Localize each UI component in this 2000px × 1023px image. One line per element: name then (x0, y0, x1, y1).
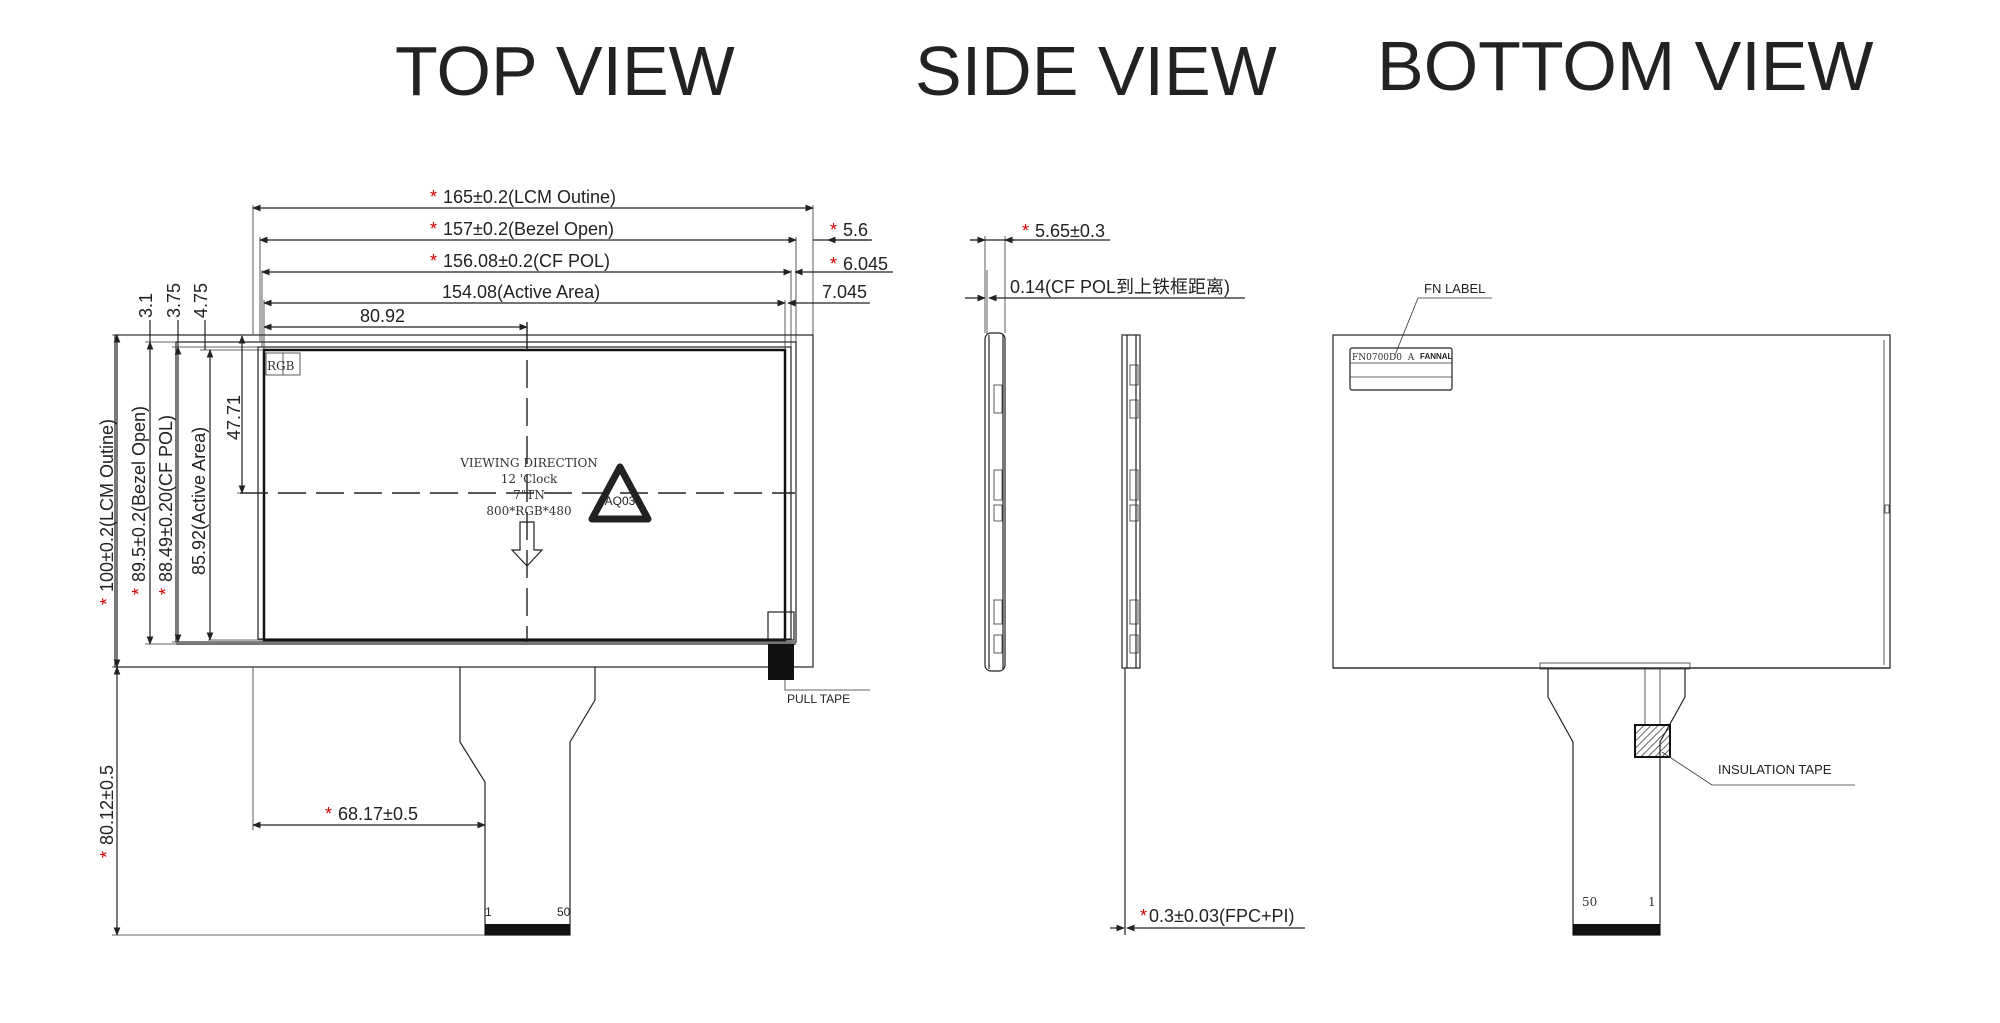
dim-center-x: 80.92 (360, 306, 405, 326)
side-view-title: SIDE VIEW (915, 32, 1277, 110)
svg-text:*5.6: *5.6 (830, 220, 868, 240)
dim-side-thickness: 5.65±0.3 (1035, 221, 1105, 241)
insulation-tape (1634, 724, 1671, 758)
dim-lcm-outline-width: 165±0.2(LCM Outine) (443, 187, 616, 207)
dim-lcm-outline-height: 100±0.2(LCM Outine) (97, 419, 117, 592)
pull-tape (768, 644, 794, 680)
side-view-drawing: *5.65±0.3 0.14(CF POL到上铁框距离) *0.3±0.03(F… (965, 221, 1305, 935)
size-text: 7"TN (513, 488, 545, 502)
triangle-mark-label: AQ03 (605, 494, 636, 508)
bottom-pin-1: 1 (1648, 895, 1656, 909)
svg-text:*5.65±0.3: *5.65±0.3 (1022, 221, 1105, 241)
svg-text:*156.08±0.2(CF POL): *156.08±0.2(CF POL) (430, 251, 610, 271)
fpc-pin-50: 50 (557, 905, 571, 919)
dim-bezel-open-width: 157±0.2(Bezel Open) (443, 219, 614, 239)
dim-active-area-width: 154.08(Active Area) (442, 282, 600, 302)
insulation-tape-label: INSULATION TAPE (1718, 762, 1832, 777)
top-view-drawing: RGB VIEWING DIRECTION 12 'Clock 7"TN 800… (97, 187, 893, 936)
svg-text:*68.17±0.5: *68.17±0.5 (325, 804, 418, 824)
dim-6-045: 6.045 (843, 254, 888, 274)
svg-text:*88.49±0.20(CF POL): *88.49±0.20(CF POL) (156, 415, 176, 595)
svg-text:*80.12±0.5: *80.12±0.5 (97, 765, 117, 858)
fpc-connector (485, 924, 570, 935)
dim-7-045: 7.045 (822, 282, 867, 302)
fn-label-callout: FN LABEL (1424, 281, 1485, 296)
svg-text:*0.3±0.03(FPC+PI): *0.3±0.03(FPC+PI) (1140, 906, 1294, 926)
bottom-pin-50: 50 (1582, 895, 1597, 909)
svg-text:*6.045: *6.045 (830, 254, 888, 274)
fpc-pin-1: 1 (485, 905, 492, 919)
bezel-open (175, 341, 797, 643)
pull-tape-outline (767, 611, 795, 641)
dim-bezel-open-height: 89.5±0.2(Bezel Open) (129, 406, 149, 582)
bottom-fpc-connector (1573, 924, 1660, 935)
fn-label-brand: FANNAL (1420, 352, 1453, 361)
fn-label-part: FN0700D0 A (1352, 353, 1415, 363)
clock-text: 12 'Clock (501, 472, 558, 486)
dim-cf-pol-gap: 0.14(CF POL到上铁框距离) (1010, 277, 1230, 297)
dim-center-y: 47.71 (224, 395, 244, 440)
resolution-text: 800*RGB*480 (486, 504, 571, 518)
dim-cf-pol-height: 88.49±0.20(CF POL) (156, 415, 176, 582)
bottom-fpc-tail (1547, 669, 1686, 936)
bottom-outline (1332, 334, 1891, 669)
viewing-arrow-icon (510, 521, 544, 567)
triangle-mark-icon (588, 463, 652, 523)
dim-5-6: 5.6 (843, 220, 868, 240)
dim-fpc-thickness: 0.3±0.03(FPC+PI) (1149, 906, 1294, 926)
top-view-title: TOP VIEW (395, 32, 735, 110)
bottom-view-title: BOTTOM VIEW (1377, 27, 1874, 105)
active-area (262, 348, 787, 642)
bottom-view-drawing: FN0700D0 A FANNAL FN LABEL INSULATION TA… (1332, 281, 1891, 936)
viewing-direction-text: VIEWING DIRECTION (459, 456, 598, 470)
side-profile-right (1121, 334, 1141, 669)
dim-fpc-offset: 68.17±0.5 (338, 804, 418, 824)
svg-text:*165±0.2(LCM Outine): *165±0.2(LCM Outine) (430, 187, 616, 207)
pull-tape-label: PULL TAPE (787, 692, 850, 706)
dim-3-75: 3.75 (164, 283, 184, 318)
dim-3-1: 3.1 (136, 293, 156, 318)
fn-label-box (1349, 347, 1453, 391)
dim-active-area-height: 85.92(Active Area) (189, 427, 209, 575)
svg-text:*89.5±0.2(Bezel Open): *89.5±0.2(Bezel Open) (129, 406, 149, 595)
svg-text:*157±0.2(Bezel Open): *157±0.2(Bezel Open) (430, 219, 614, 239)
rgb-label: RGB (267, 359, 295, 373)
side-profile-left (984, 332, 1006, 672)
lcm-outline (114, 334, 814, 668)
dim-cf-pol-width: 156.08±0.2(CF POL) (443, 251, 610, 271)
fpc-tail (459, 667, 596, 936)
dim-4-75: 4.75 (191, 283, 211, 318)
dim-fpc-length: 80.12±0.5 (97, 765, 117, 845)
svg-text:*100±0.2(LCM Outine): *100±0.2(LCM Outine) (97, 419, 117, 605)
